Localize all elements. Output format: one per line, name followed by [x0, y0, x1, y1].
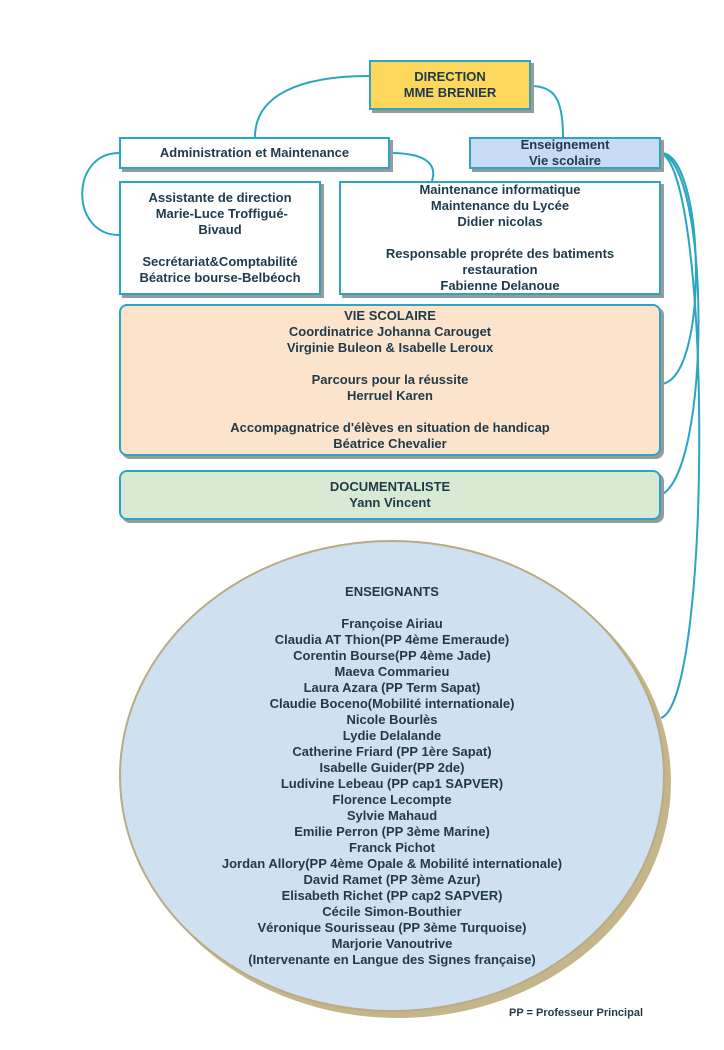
maintenance-box: Maintenance informatique Maintenance du …	[339, 181, 661, 295]
enseignant-item: Cécile Simon-Bouthier	[322, 904, 462, 919]
enseignant-item: Nicole Bourlès	[346, 712, 438, 727]
administration-maintenance-box: Administration et Maintenance	[119, 137, 390, 169]
enseignant-item: David Ramet (PP 3ème Azur)	[303, 872, 481, 887]
enseignant-item: Franck Pichot	[349, 840, 435, 855]
enseignant-item: Isabelle Guider(PP 2de)	[319, 760, 465, 775]
vie-scolaire-line-9: Béatrice Chevalier	[333, 436, 447, 451]
vie-scolaire-line-3: Virginie Buleon & Isabelle Leroux	[286, 340, 494, 355]
enseignant-item: (Intervenante en Langue des Signes franç…	[248, 952, 536, 967]
enseignant-item: Claudie Boceno(Mobilité internationale)	[269, 696, 515, 711]
direction-box: DIRECTION MME BRENIER	[369, 60, 531, 110]
maintenance-line-3: Didier nicolas	[457, 214, 543, 229]
enseignant-item: Elisabeth Richet (PP cap2 SAPVER)	[281, 888, 503, 903]
assistante-direction-box: Assistante de direction Marie-Luce Troff…	[119, 181, 321, 295]
vie-scolaire-line-6: Herruel Karen	[347, 388, 433, 403]
assistant-line-3: Bivaud	[198, 222, 242, 237]
enseignant-item: Ludivine Lebeau (PP cap1 SAPVER)	[280, 776, 504, 791]
enseignant-item: Véronique Sourisseau (PP 3ème Turquoise)	[257, 920, 527, 935]
maintenance-line-1: Maintenance informatique	[419, 182, 581, 197]
enseignant-item: Claudia AT Thion(PP 4ème Emeraude)	[274, 632, 510, 647]
enseignant-item: Corentin Bourse(PP 4ème Jade)	[293, 648, 491, 663]
legend-note: PP = Professeur Principal	[509, 1007, 643, 1019]
connector-enseignement-vie-scolaire	[660, 152, 697, 385]
enseignant-item: Laura Azara (PP Term Sapat)	[303, 680, 481, 695]
assistant-line-5: Secrétariat&Comptabilité	[142, 254, 298, 269]
direction-name: MME BRENIER	[403, 85, 497, 100]
connector-direction-enseignement	[530, 85, 564, 138]
connector-admin-maintenance	[389, 152, 435, 182]
connector-admin-assistant	[81, 152, 120, 236]
maintenance-line-2: Maintenance du Lycée	[430, 198, 570, 213]
documentaliste-title: DOCUMENTALISTE	[329, 479, 451, 494]
vie-scolaire-line-8: Accompagnatrice d'élèves en situation de…	[230, 420, 550, 435]
administration-label: Administration et Maintenance	[159, 145, 350, 160]
documentaliste-name: Yann Vincent	[349, 495, 431, 510]
enseignant-item: Catherine Friard (PP 1ère Sapat)	[292, 744, 492, 759]
enseignants-ellipse: ENSEIGNANTS Françoise Airiau Claudia AT …	[119, 540, 665, 1012]
assistant-line-1: Assistante de direction	[148, 190, 292, 205]
direction-title: DIRECTION	[414, 69, 486, 84]
vie-scolaire-line-1: VIE SCOLAIRE	[344, 308, 436, 323]
maintenance-line-6: restauration	[462, 262, 538, 277]
enseignant-item: Marjorie Vanoutrive	[331, 936, 453, 951]
enseignants-title: ENSEIGNANTS	[345, 584, 439, 599]
enseignant-item: Jordan Allory(PP 4ème Opale & Mobilité i…	[221, 856, 563, 871]
enseignement-vie-scolaire-box: Enseignement Vie scolaire	[469, 137, 661, 169]
enseignant-item: Emilie Perron (PP 3ème Marine)	[294, 824, 490, 839]
vie-scolaire-box: VIE SCOLAIRE Coordinatrice Johanna Carou…	[119, 304, 661, 456]
documentaliste-box: DOCUMENTALISTE Yann Vincent	[119, 470, 661, 520]
enseignement-line-2: Vie scolaire	[528, 153, 602, 168]
enseignant-item: Sylvie Mahaud	[346, 808, 438, 823]
enseignant-item: Florence Lecompte	[332, 792, 452, 807]
enseignement-line-1: Enseignement	[520, 137, 610, 152]
connector-enseignement-documentaliste	[660, 152, 700, 496]
vie-scolaire-line-2: Coordinatrice Johanna Carouget	[288, 324, 492, 339]
vie-scolaire-line-5: Parcours pour la réussite	[311, 372, 469, 387]
enseignant-item: Lydie Delalande	[342, 728, 442, 743]
connector-direction-admin	[254, 75, 370, 138]
enseignant-item: Maeva Commarieu	[334, 664, 450, 679]
connector-enseignement-enseignants	[660, 152, 701, 719]
enseignant-item: Françoise Airiau	[341, 616, 443, 631]
maintenance-line-5: Responsable propréte des batiments	[385, 246, 615, 261]
maintenance-line-7: Fabienne Delanoue	[440, 278, 560, 293]
assistant-line-2: Marie-Luce Troffigué-	[152, 206, 288, 221]
assistant-line-6: Béatrice bourse-Belbéoch	[139, 270, 301, 285]
